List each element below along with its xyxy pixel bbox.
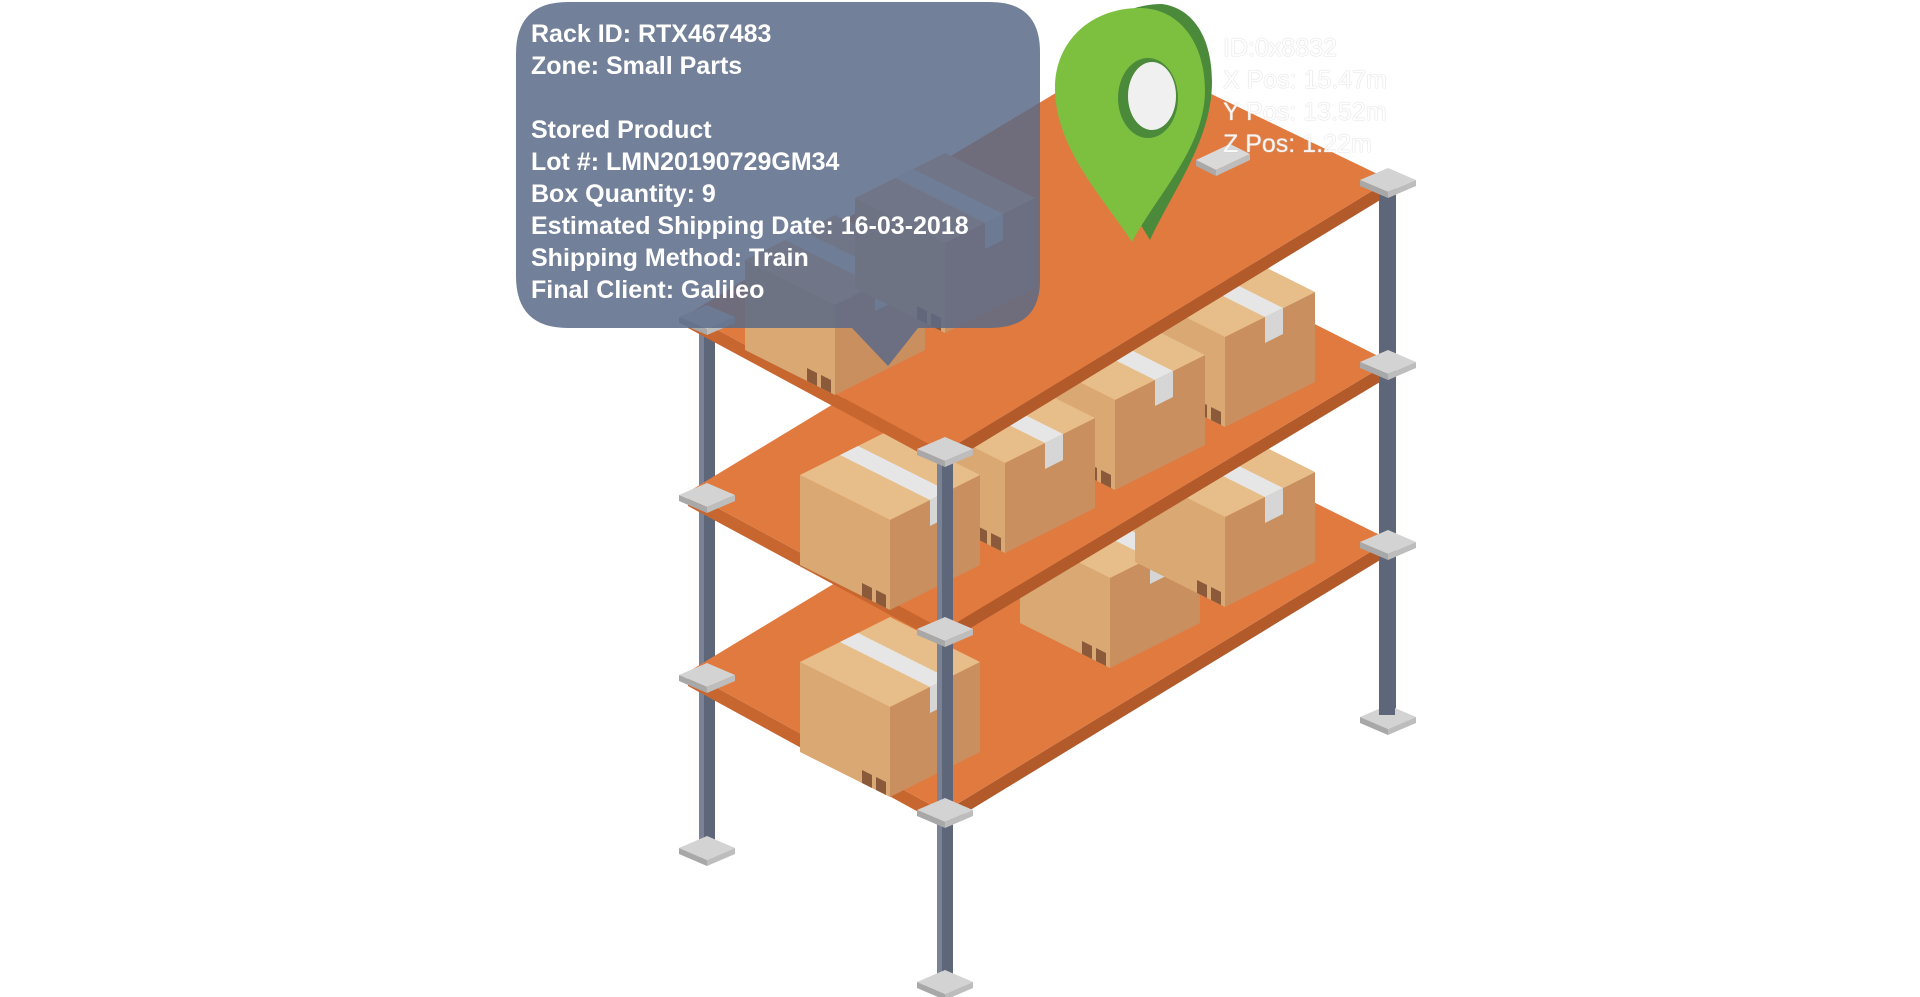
location-pin-icon [1055,4,1212,242]
rack-post-back-left [679,320,735,866]
rack-info-text: Rack ID: RTX467483 Zone: Small Parts Sto… [531,18,1031,306]
shipping-date-label: Estimated Shipping Date: 16-03-2018 [531,212,969,240]
y-pos-label: Y Pos: 13.52m [1223,98,1387,126]
shipping-method-label: Shipping Method: Train [531,244,809,272]
spacer [531,82,1031,114]
rack-id-label: Rack ID: RTX467483 [531,20,772,48]
stored-product-heading: Stored Product [531,116,712,144]
rack-info-callout [516,2,1040,366]
tag-id-label: ID:0x8832 [1223,34,1337,62]
position-tag-marker [1196,144,1250,176]
box-quantity-label: Box Quantity: 9 [531,180,716,208]
z-pos-label: Z Pos: 1.22m [1223,130,1372,158]
zone-label: Zone: Small Parts [531,52,743,80]
x-pos-label: X Pos: 15.47m [1223,66,1387,94]
position-readout: ID:0x8832 X Pos: 15.47m Y Pos: 13.52m Z … [1223,32,1387,160]
lot-number-label: Lot #: LMN20190729GM34 [531,148,840,176]
final-client-label: Final Client: Galileo [531,276,765,304]
rack-post-front-right [1379,185,1395,715]
rack-post-front-center [917,450,973,997]
